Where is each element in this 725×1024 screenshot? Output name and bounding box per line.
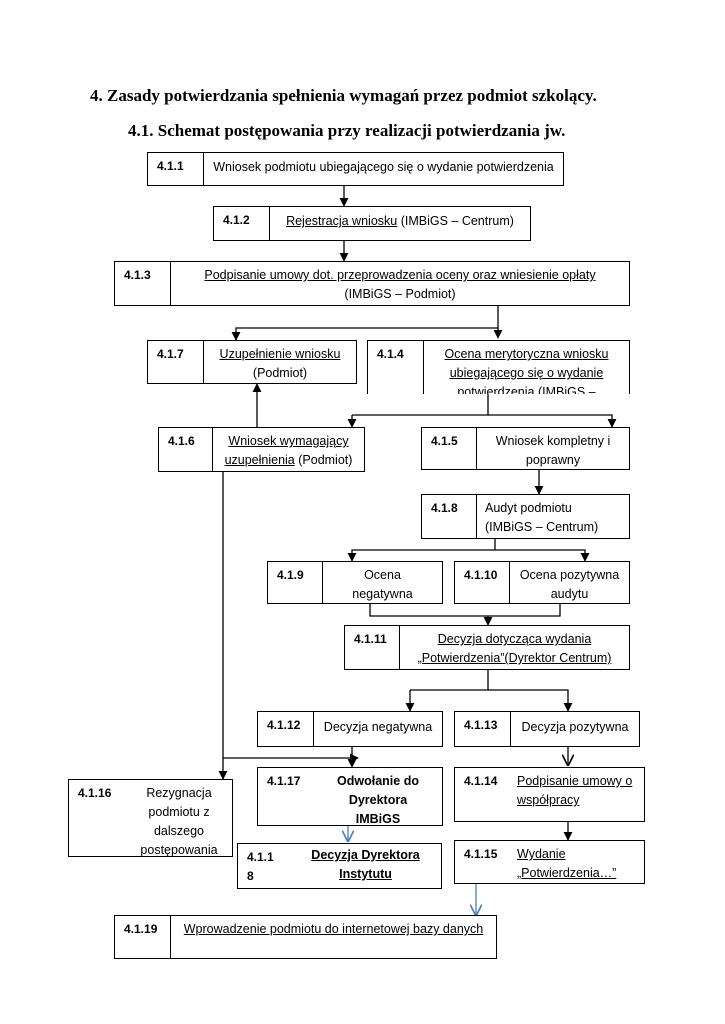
step-4-1-15: 4.1.15 Wydanie „Potwierdzenia…” [454,840,645,884]
arrow-loop-417 [231,327,498,341]
step-text: Wprowadzenie podmiotu do internetowej ba… [183,922,484,936]
line-4110-down [488,604,561,617]
step-text-rest: (IMBiGS – Centrum) [397,214,514,228]
line-4111-split [410,670,489,691]
step-number: 4.1.4 [368,341,424,394]
step-number: 4.1.2 [214,207,270,240]
step-text-line1: Audyt podmiotu [485,501,572,515]
step-number: 4.1.16 [78,786,112,800]
step-4-1-6: 4.1.6 Wniosek wymagający uzupełnienia (P… [158,427,365,472]
arrow-to-419 [347,549,495,562]
step-number: 4.1.5 [422,428,477,469]
step-number: 4.1.1 8 [238,844,290,888]
step-text: Wydanie „Potwierdzenia…” [517,847,617,880]
step-number-line1: 4.1.1 [247,850,274,864]
step-number: 4.1.19 [115,916,171,958]
step-4-1-14: 4.1.14 Podpisanie umowy o współpracy [454,767,645,822]
step-number: 4.1.9 [268,562,323,603]
arrow-to-415 [488,414,617,428]
step-4-1-17: 4.1.17 Odwołanie do Dyrektora IMBiGS [257,767,443,826]
step-text: Rezygnacja podmiotu z dalszego postępowa… [140,786,218,857]
step-number: 4.1.3 [115,262,171,305]
step-4-1-7: 4.1.7 Uzupełnienie wniosku (Podmiot) [147,340,357,384]
step-text: Ocena negatywna audytu [352,568,413,601]
step-text-underlined: Wniosek wymagający uzupełnienia [224,434,349,467]
step-text-underlined: Uzupełnienie wniosku [219,347,341,361]
step-number: 4.1.15 [464,847,498,861]
step-4-1-2: 4.1.2 Rejestracja wniosku (IMBiGS – Cent… [213,206,531,241]
arrow-to-4110 [495,549,590,562]
step-text: Audyt podmiotu (IMBiGS – Centrum) [477,495,629,538]
step-number: 4.1.6 [159,428,213,471]
step-4-1-13: 4.1.13 Decyzja pozytywna [454,711,640,747]
line-419-down [369,604,488,617]
step-text: Podpisanie umowy o współpracy [517,774,633,807]
step-4-1-11: 4.1.11 Decyzja dotycząca wydania „Potwie… [344,625,630,670]
step-text: Ocena pozytywna audytu [519,568,620,601]
step-4-1-18: 4.1.1 8 Decyzja Dyrektora Instytutu [237,843,442,889]
step-number: 4.1.1 [148,153,204,185]
step-4-1-5: 4.1.5 Wniosek kompletny i poprawny [421,427,630,470]
step-text-line2: (IMBiGS – Centrum) [485,520,599,534]
step-text: Wniosek kompletny i poprawny [495,434,611,467]
step-text-underlined: Rejestracja wniosku [286,214,398,228]
step-text: Rejestracja wniosku (IMBiGS – Centrum) [270,207,530,240]
step-number: 4.1.12 [258,712,314,746]
step-text: Decyzja Dyrektora Instytutu [311,848,420,881]
step-text: Decyzja pozytywna [521,720,629,734]
step-number-line2: 8 [247,869,254,883]
step-text: Odwołanie do Dyrektora IMBiGS [337,774,419,826]
step-text-rest: (IMBiGS – Podmiot) [344,287,456,301]
step-text-underlined: Podpisanie umowy dot. przeprowadzenia oc… [204,268,596,282]
step-4-1-10: 4.1.10 Ocena pozytywna audytu [454,561,630,604]
step-text-rest: (Podmiot) [294,453,353,467]
step-text: Wniosek podmiotu ubiegającego się o wyda… [213,160,554,174]
step-number: 4.1.10 [455,562,510,603]
step-text: Uzupełnienie wniosku (Podmiot) [204,341,356,383]
step-4-1-19: 4.1.19 Wprowadzenie podmiotu do internet… [114,915,497,959]
line-414-split [352,394,489,416]
step-text: Decyzja negatywna [323,720,433,734]
step-number: 4.1.7 [148,341,204,383]
step-4-1-1: 4.1.1 Wniosek podmiotu ubiegającego się … [147,152,564,186]
step-text: Wniosek wymagający uzupełnienia (Podmiot… [213,428,364,471]
step-4-1-8: 4.1.8 Audyt podmiotu (IMBiGS – Centrum) [421,494,630,539]
step-text: Ocena merytoryczna wniosku ubiegającego … [444,347,609,394]
arrow-to-4113 [488,689,573,712]
step-number: 4.1.11 [345,626,400,669]
step-4-1-16: 4.1.16 Rezygnacja podmiotu z dalszego po… [68,779,233,857]
subsection-heading: 4.1. Schemat postępowania przy realizacj… [128,121,566,140]
step-number: 4.1.14 [464,774,498,788]
step-4-1-4: 4.1.4 Ocena merytoryczna wniosku ubiegaj… [367,340,630,394]
section-heading: 4. Zasady potwierdzania spełnienia wymag… [90,86,597,105]
step-text-rest: (Podmiot) [252,366,308,380]
step-number: 4.1.13 [455,712,511,746]
step-text: Decyzja dotycząca wydania „Potwierdzenia… [417,632,612,665]
step-number: 4.1.8 [422,495,477,538]
step-4-1-3: 4.1.3 Podpisanie umowy dot. przeprowadze… [114,261,630,306]
step-4-1-12: 4.1.12 Decyzja negatywna [257,711,443,747]
step-number: 4.1.17 [267,774,301,788]
step-text: Podpisanie umowy dot. przeprowadzenia oc… [171,262,629,305]
step-4-1-9: 4.1.9 Ocena negatywna audytu [267,561,443,604]
